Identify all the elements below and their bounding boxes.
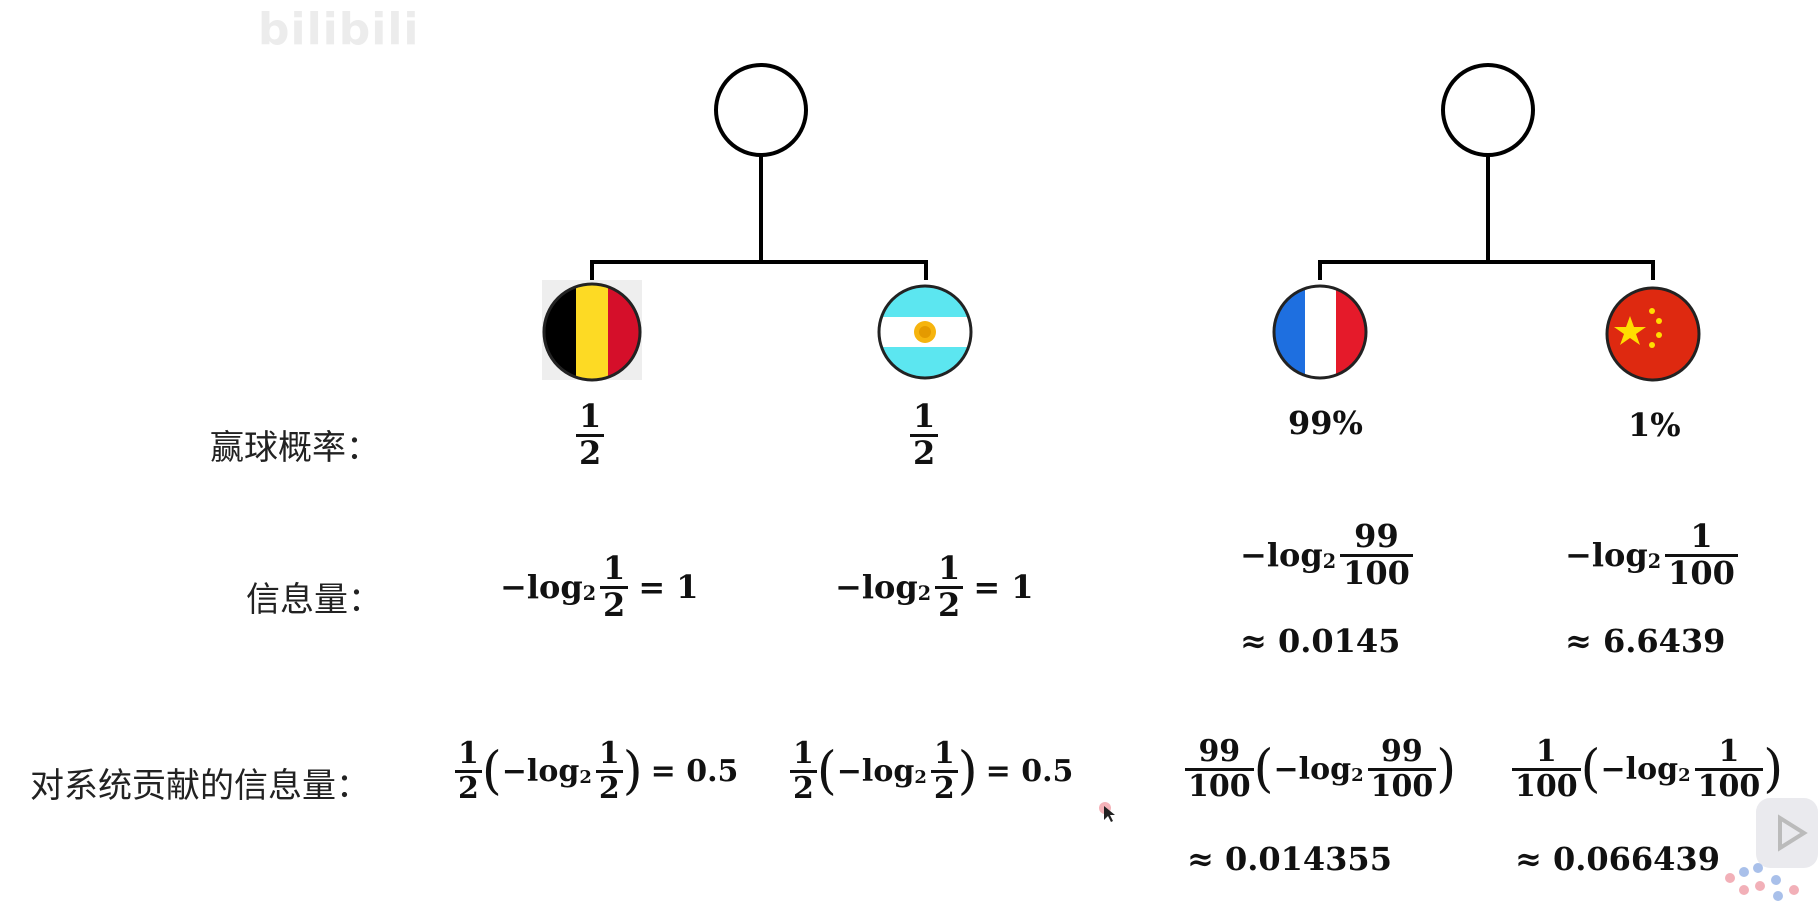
play-icon bbox=[1778, 814, 1808, 852]
china-flag-icon bbox=[1605, 286, 1701, 382]
france-flag-icon bbox=[1272, 284, 1368, 380]
win-probability-label: 赢球概率： bbox=[210, 428, 380, 468]
root-node-right bbox=[1441, 63, 1535, 157]
information-label: 信息量： bbox=[246, 580, 382, 620]
contribution-label: 对系统贡献的信息量： bbox=[30, 766, 370, 806]
cursor-icon bbox=[1099, 802, 1115, 822]
info-result-china: ≈ 6.6439 bbox=[1565, 622, 1726, 660]
info-result-france: ≈ 0.0145 bbox=[1240, 622, 1401, 660]
play-button[interactable] bbox=[1756, 798, 1818, 868]
bilibili-watermark: bilibili bbox=[258, 4, 420, 55]
contrib-result-france: ≈ 0.014355 bbox=[1187, 840, 1392, 878]
belgium-flag-icon bbox=[542, 280, 642, 382]
dots-decoration-icon bbox=[1725, 863, 1799, 901]
prob-france: 99% bbox=[1288, 404, 1363, 442]
prob-china: 1% bbox=[1628, 406, 1681, 444]
root-node-left bbox=[714, 63, 808, 157]
argentina-flag-icon bbox=[877, 284, 973, 380]
contrib-result-china: ≈ 0.066439 bbox=[1515, 840, 1720, 878]
